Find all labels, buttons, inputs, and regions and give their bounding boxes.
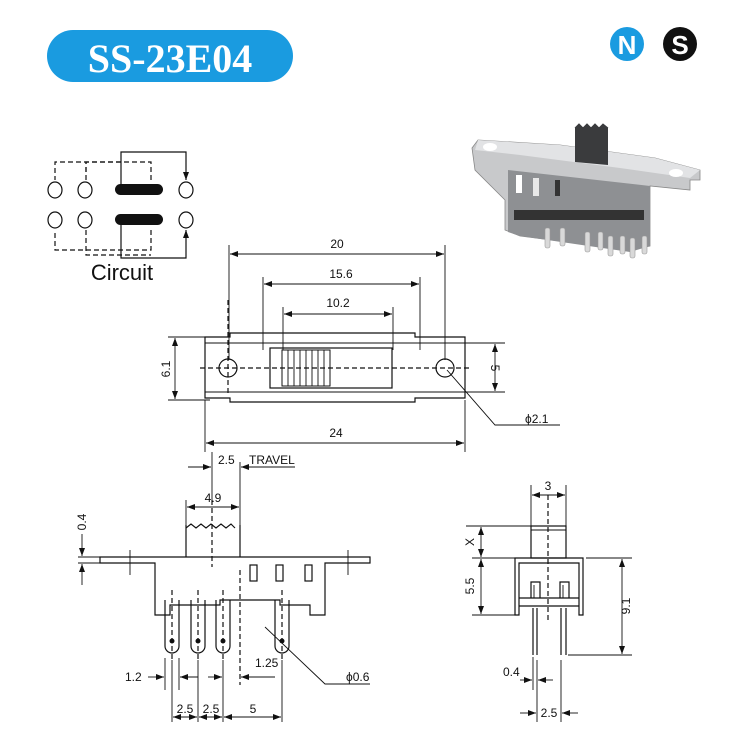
dim-pin-0-4: 0.4 (503, 665, 520, 679)
top-view-drawing: 20 15.6 10.2 6.1 5 24 ϕ2.1 (159, 237, 560, 452)
dim-pitch-2-5-b: 2.5 (203, 702, 220, 716)
dim-6-1: 6.1 (159, 360, 173, 377)
dim-pin-spacing-2-5: 2.5 (541, 706, 558, 720)
dim-4-9: 4.9 (205, 491, 222, 505)
dim-5: 5 (488, 365, 502, 372)
dim-3: 3 (545, 479, 552, 493)
dim-hole-2-1: ϕ2.1 (525, 412, 549, 426)
circuit-diagram: Circuit (47, 151, 194, 285)
dim-1-2: 1.2 (125, 670, 142, 684)
end-view-drawing: 3 X 5.5 9.1 0.4 2.5 (463, 479, 633, 722)
dim-pitch-2-5-a: 2.5 (177, 702, 194, 716)
dim-0-4: 0.4 (75, 513, 89, 530)
dim-24: 24 (329, 426, 343, 440)
circuit-label: Circuit (91, 260, 153, 285)
dim-20: 20 (330, 237, 344, 251)
dim-travel-2-5: 2.5 (218, 453, 235, 467)
dim-9-1: 9.1 (619, 597, 633, 614)
dim-1-25: 1.25 (255, 656, 279, 670)
dim-10-2: 10.2 (326, 296, 350, 310)
title-badge: SS-23E04 (47, 30, 293, 82)
brand-logo: N S (610, 27, 697, 61)
dim-x: X (463, 538, 477, 546)
dim-15-6: 15.6 (329, 267, 353, 281)
dim-5-5: 5.5 (463, 577, 477, 594)
side-view-drawing: 2.5 TRAVEL 4.9 0.4 1.2 1.25 2.5 2.5 5 ϕ0… (75, 452, 371, 722)
dim-pitch-5: 5 (250, 702, 257, 716)
dim-pin-hole-0-6: ϕ0.6 (346, 670, 370, 684)
logo-letter-n: N (618, 30, 637, 60)
model-title: SS-23E04 (88, 36, 253, 81)
product-photo (471, 123, 701, 259)
travel-label: TRAVEL (249, 453, 295, 467)
logo-letter-s: S (671, 30, 688, 60)
